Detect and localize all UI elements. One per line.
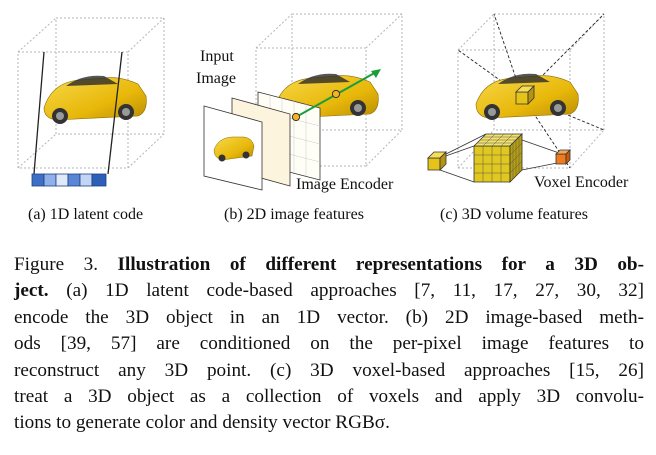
feature-map-stack	[203, 91, 321, 191]
panel-a	[17, 17, 165, 187]
panel-c-caption: (c) 3D volume features	[440, 206, 588, 223]
caption-bold-title-end: ject.	[14, 280, 49, 302]
caption-lead: Figure 3.	[14, 254, 118, 275]
label-image-encoder: Image Encoder	[296, 176, 394, 193]
panel-a-cube	[17, 17, 165, 169]
figure-canvas	[17, 13, 605, 191]
small-voxel-left	[427, 151, 447, 171]
caption-line: reconstruct any 3D point. (c) 3D voxel-b…	[14, 359, 644, 381]
input-image-car	[213, 136, 255, 162]
latent-code-bar	[31, 173, 107, 187]
caption-line: ods [39, 57] are conditioned on the per-…	[14, 333, 644, 355]
caption-line: ject. (a) 1D latent code-based approache…	[14, 280, 644, 302]
caption-line: Figure 3. Illustration of different repr…	[14, 252, 644, 278]
caption-line: treat a 3D object as a collection of vox…	[14, 385, 644, 407]
sample-point-image	[291, 112, 301, 122]
figure-3: Input Image Image Encoder Voxel Encoder …	[17, 13, 629, 223]
sample-point-3d	[331, 89, 341, 99]
caption-line: tions to generate color and density vect…	[14, 412, 390, 434]
label-input: Input	[200, 48, 234, 65]
small-voxel-right	[555, 149, 571, 165]
panel-b-caption: (b) 2D image features	[224, 206, 364, 223]
label-image: Image	[196, 70, 236, 87]
label-voxel-encoder: Voxel Encoder	[534, 174, 629, 191]
arrow-head	[371, 69, 381, 78]
caption-bold-title: Illustration of different representation…	[117, 254, 644, 275]
panel-c	[427, 13, 605, 183]
panel-a-caption: (a) 1D latent code	[28, 206, 144, 223]
caption-line: encode the 3D object in an 1D vector. (b…	[14, 306, 644, 328]
panel-b	[203, 13, 403, 191]
query-voxel	[515, 85, 535, 105]
figure-caption: Figure 3. Illustration of different repr…	[14, 252, 644, 437]
voxel-grid	[473, 133, 523, 183]
car-a	[43, 75, 147, 124]
